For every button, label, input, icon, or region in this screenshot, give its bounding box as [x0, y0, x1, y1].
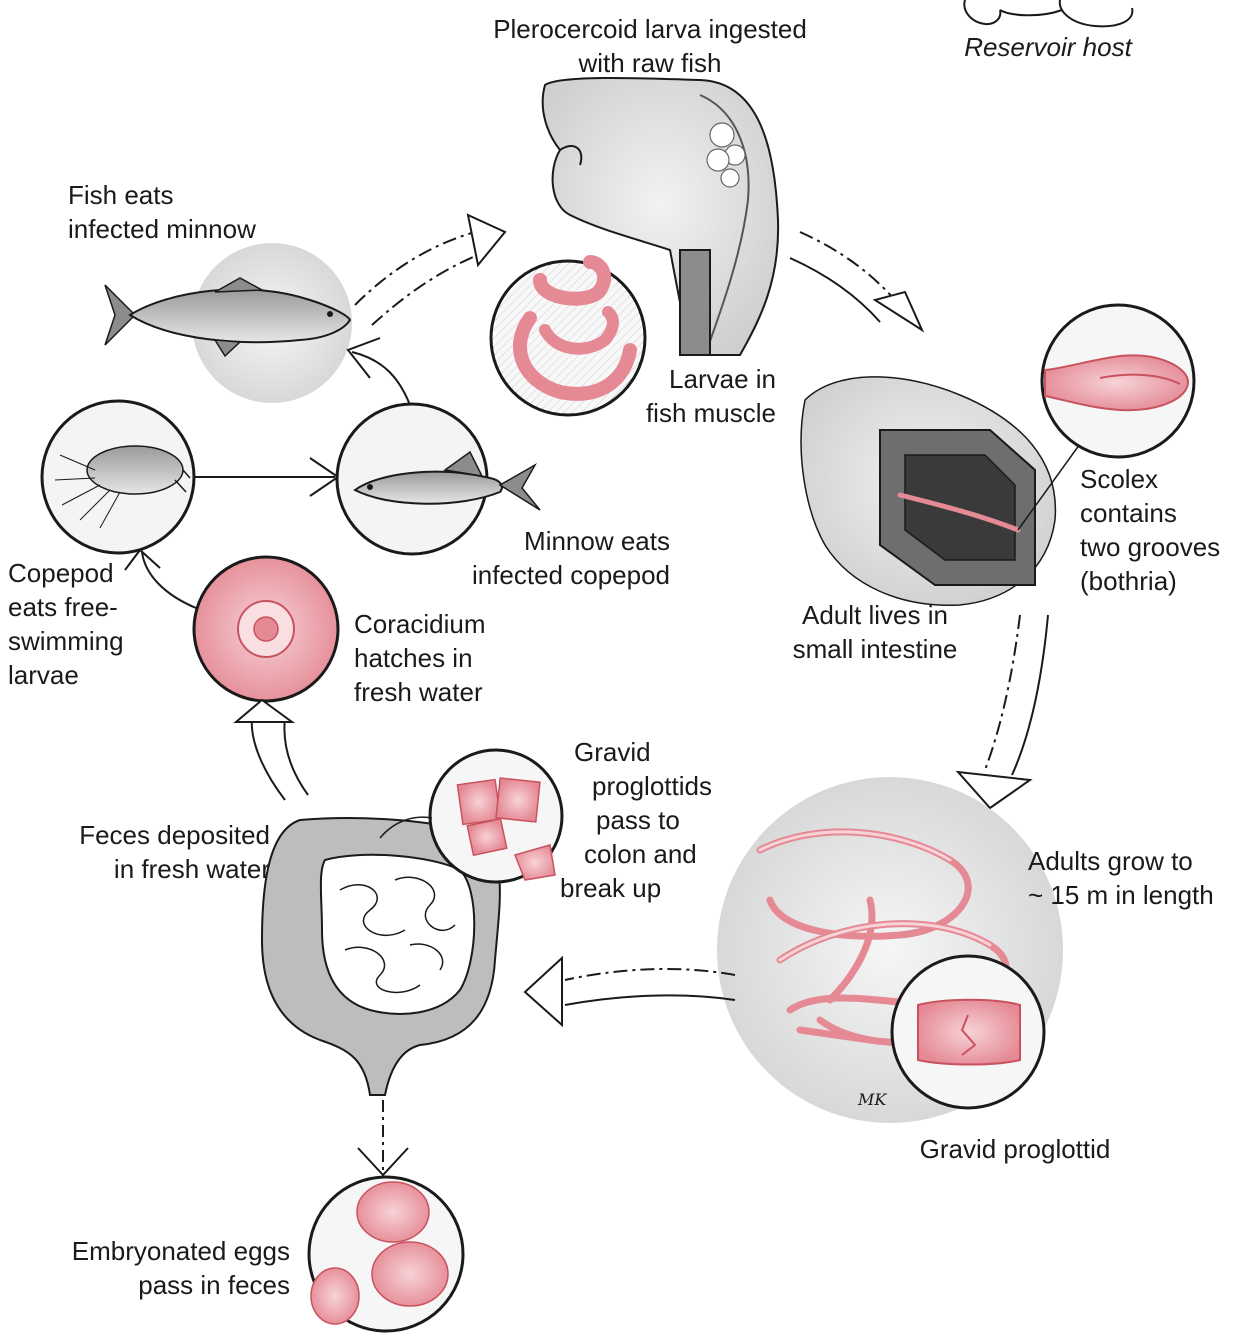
adults-grow-line-1: Adults grow to — [1028, 844, 1248, 878]
scolex-line-4: (bothria) — [1080, 564, 1250, 598]
feces-deposited-line-2: in fresh water — [40, 852, 270, 886]
scolex-icon — [1042, 305, 1194, 457]
scolex-line-2: contains — [1080, 496, 1250, 530]
gravid-pass-line-2: proglottids — [556, 769, 736, 803]
copepod-icon — [42, 401, 194, 553]
coracidium-icon — [194, 557, 338, 701]
feces-deposited-line-1: Feces deposited — [40, 818, 270, 852]
arrow-feces-to-coracidium — [236, 700, 308, 800]
adults-grow-label: Adults grow to ~ 15 m in length — [1028, 844, 1248, 912]
scolex-line-3: two grooves — [1080, 530, 1250, 564]
gravid-pass-label: Gravid proglottids pass to colon and bre… — [556, 735, 736, 905]
gravid-pass-line-4: colon and — [556, 837, 736, 871]
embryonated-eggs-line-1: Embryonated eggs — [30, 1234, 290, 1268]
embryonated-eggs-label: Embryonated eggs pass in feces — [30, 1234, 290, 1302]
coracidium-line-1: Coracidium — [354, 607, 524, 641]
adult-lives-line-2: small intestine — [770, 632, 980, 666]
copepod-eats-line-4: larvae — [8, 658, 168, 692]
plerocercoid-line-1: Plerocercoid larva ingested — [440, 12, 860, 46]
reservoir-host-label: Reservoir host — [948, 30, 1148, 64]
copepod-eats-label: Copepod eats free- swimming larvae — [8, 556, 168, 692]
artist-signature-text: MK — [858, 1090, 918, 1110]
artist-signature: MK — [858, 1090, 918, 1110]
copepod-eats-line-3: swimming — [8, 624, 168, 658]
fish-eats-label: Fish eats infected minnow — [68, 178, 308, 246]
scolex-label: Scolex contains two grooves (bothria) — [1080, 462, 1250, 598]
arrow-copepod-to-minnow — [195, 458, 338, 496]
minnow-eats-label: Minnow eats infected copepod — [430, 524, 670, 592]
adults-grow-line-2: ~ 15 m in length — [1028, 878, 1248, 912]
reservoir-host-text: Reservoir host — [948, 30, 1148, 64]
coracidium-line-2: hatches in — [354, 641, 524, 675]
fish-eats-line-2: infected minnow — [68, 212, 308, 246]
arrow-colon-to-eggs — [358, 1100, 408, 1175]
copepod-eats-line-1: Copepod — [8, 556, 168, 590]
gravid-proglottid-text: Gravid proglottid — [895, 1132, 1135, 1166]
arrow-fish-to-human — [355, 215, 505, 325]
arrow-minnow-to-fish — [348, 338, 410, 405]
larvae-muscle-line-1: Larvae in — [600, 362, 776, 396]
gravid-proglottid-label: Gravid proglottid — [895, 1132, 1135, 1166]
proglottid-icon — [892, 956, 1044, 1108]
feces-deposited-label: Feces deposited in fresh water — [40, 818, 270, 886]
arrow-human-to-intestine — [790, 232, 922, 330]
plerocercoid-label: Plerocercoid larva ingested with raw fis… — [440, 12, 860, 80]
scolex-line-1: Scolex — [1080, 462, 1250, 496]
larvae-muscle-label: Larvae in fish muscle — [600, 362, 776, 430]
adult-lives-line-1: Adult lives in — [770, 598, 980, 632]
minnow-eats-line-1: Minnow eats — [430, 524, 670, 558]
plerocercoid-line-2: with raw fish — [440, 46, 860, 80]
minnow-eats-line-2: infected copepod — [430, 558, 670, 592]
coracidium-line-3: fresh water — [354, 675, 524, 709]
coracidium-label: Coracidium hatches in fresh water — [354, 607, 524, 709]
gravid-pass-line-1: Gravid — [556, 735, 736, 769]
gravid-pass-line-3: pass to — [556, 803, 736, 837]
egg-icon — [309, 1177, 463, 1331]
fish-eats-line-1: Fish eats — [68, 178, 308, 212]
larvae-muscle-line-2: fish muscle — [600, 396, 776, 430]
reservoir-host-icon — [964, 0, 1132, 26]
copepod-eats-line-2: eats free- — [8, 590, 168, 624]
arrow-adults-to-colon — [525, 958, 735, 1025]
gravid-pass-line-5: break up — [556, 871, 736, 905]
fish-icon — [105, 243, 352, 403]
embryonated-eggs-line-2: pass in feces — [30, 1268, 290, 1302]
adult-lives-label: Adult lives in small intestine — [770, 598, 980, 666]
